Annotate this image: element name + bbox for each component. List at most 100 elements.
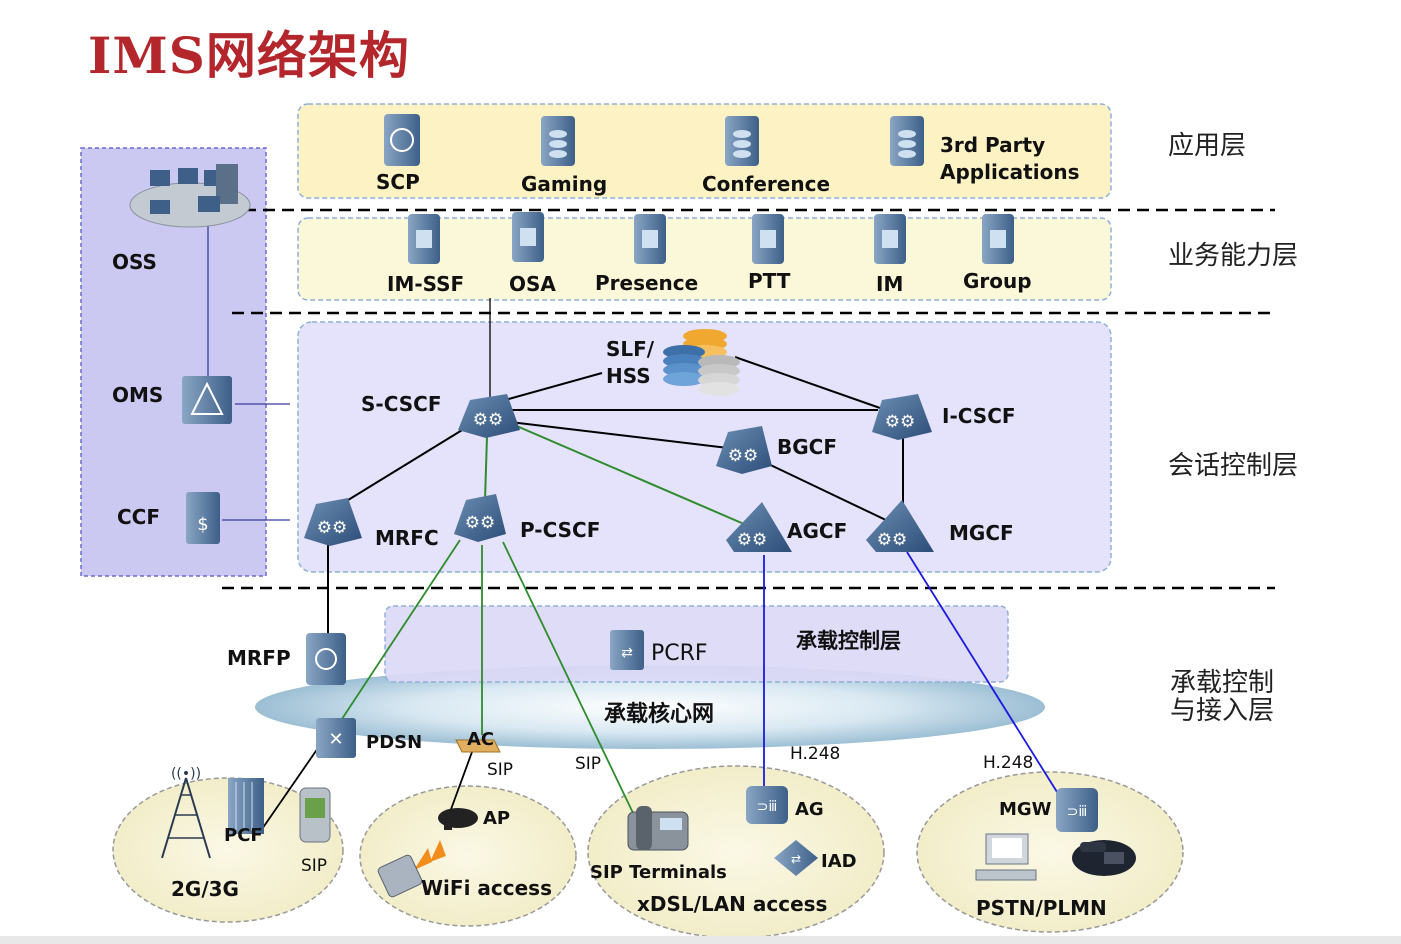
smartphone-icon [299,787,331,843]
slf-label-line-1: SLF/ [606,337,655,361]
oss-network-icon [129,164,251,228]
page-title: IMS网络架构 [88,26,410,85]
mgw-label: MGW [999,799,1052,820]
mrfc-label: MRFC [375,526,439,550]
presence-server-icon [634,214,666,264]
pstn-access-label: PSTN/PLMN [976,896,1107,920]
bottom-scroll-strip [0,936,1401,944]
layer-label-session-control: 会话控制层 [1168,451,1299,481]
im-ssf-server-icon [408,214,440,264]
pcf-rack-icon [228,778,264,834]
mrfc-node-icon: ⚙⚙ [304,498,362,546]
sip-phone-icon [627,806,689,851]
wireless-ap-icon [414,808,478,870]
pdsn-label: PDSN [366,732,423,753]
cellular-access-oval [112,777,344,923]
im-label: IM [876,272,904,296]
i-cscf-node-icon: ⚙⚙ [872,394,932,440]
p-cscf-node-icon: ⚙⚙ [454,494,506,542]
layer-label-application: 应用层 [1168,131,1247,161]
third-party-label-line-2: Applications [940,160,1080,184]
link-scscf-hss [504,372,603,401]
mgcf-label: MGCF [949,521,1014,545]
gaming-label: Gaming [521,172,608,196]
ag-label: AG [795,799,824,820]
link-scscf-pcscf [484,435,488,501]
oms-icon [182,376,232,424]
desktop-computer-icon [975,833,1037,881]
cellular-access-label: 2G/3G [171,877,239,901]
scp-label: SCP [376,170,420,194]
link-pcscf-pdsn [335,539,461,729]
pdsn-router-icon: ✕ [316,718,356,758]
ptt-server-icon [752,214,784,264]
im-ssf-label: IM-SSF [387,272,465,296]
p-cscf-label: P-CSCF [520,518,601,542]
group-server-icon [982,214,1014,264]
sip-protocol-label: SIP [301,856,328,876]
layer-label-service-capability: 业务能力层 [1168,241,1299,271]
svg-text:⚙⚙: ⚙⚙ [737,530,767,550]
hss-database-icon [663,329,740,396]
cell-tower-icon: ((•)) [161,766,211,859]
iad-device-icon: ⇄ [774,840,818,876]
layer-label-bearer-access-line-1: 承载控制 [1170,668,1275,698]
bearer-core-network-label: 承载核心网 [604,702,715,727]
bearer-control-layer-label: 承载控制层 [796,629,901,653]
svg-text:⚙⚙: ⚙⚙ [473,410,503,430]
link-scscf-mrfc [339,423,473,506]
wifi-access-label: WiFi access [421,876,552,900]
svg-text:⚙⚙: ⚙⚙ [877,530,907,550]
svg-text:⇄: ⇄ [791,852,801,866]
agcf-node-icon: ⚙⚙ [726,502,792,552]
conference-server-icon [725,116,759,166]
desk-phone-icon [1072,840,1136,876]
svg-text:⚙⚙: ⚙⚙ [465,513,495,533]
im-server-icon [874,214,906,264]
ccf-icon: $ [186,492,220,544]
h248-protocol-label: H.248 [983,753,1034,773]
svg-text:⚙⚙: ⚙⚙ [885,412,915,432]
osa-label: OSA [509,272,556,296]
s-cscf-label: S-CSCF [361,392,442,416]
link-hss-icscf [734,356,881,409]
s-cscf-node-icon: ⚙⚙ [458,394,520,438]
pcf-label: PCF [224,825,263,846]
mgcf-node-icon: ⚙⚙ [866,500,934,552]
svg-text:$: $ [197,514,208,535]
wifi-access-oval [359,785,577,927]
sip-protocol-label: SIP [487,760,514,780]
bgcf-label: BGCF [777,435,837,459]
ag-device-icon: ⊃ⅲ [746,786,788,824]
ccf-label: CCF [117,505,161,529]
presence-label: Presence [595,271,699,295]
bearer-core-cloud [255,665,1045,749]
link-ac-ap [449,751,473,813]
link-mgcf-mgw [906,551,1063,801]
ap-label: AP [483,808,511,829]
h248-protocol-label: H.248 [790,744,841,764]
svg-text:⚙⚙: ⚙⚙ [317,518,347,538]
link-pdsn-pcf [259,747,319,833]
ac-device-icon [455,739,501,753]
xdsl-access-label: xDSL/LAN access [637,892,828,916]
oms-label: OMS [112,383,164,407]
osa-server-icon [512,212,544,262]
link-pcscf-sip-terminal [502,541,635,816]
i-cscf-label: I-CSCF [942,404,1016,428]
layer-label-bearer-access-line-2: 与接入层 [1170,696,1275,726]
link-scscf-agcf [511,423,745,525]
svg-text:✕: ✕ [328,729,343,750]
gaming-server-icon [541,116,575,166]
link-bgcf-mgcf [759,459,891,523]
svg-text:((•)): ((•)) [171,766,201,782]
link-scscf-bgcf [509,421,729,449]
bgcf-node-icon: ⚙⚙ [716,426,772,474]
iad-label: IAD [821,851,857,872]
pda-device-icon [377,854,423,898]
scp-server-icon [384,114,420,166]
ac-label: AC [467,729,495,750]
mrfp-label: MRFP [227,646,291,670]
bearer-control-band [384,605,1009,683]
